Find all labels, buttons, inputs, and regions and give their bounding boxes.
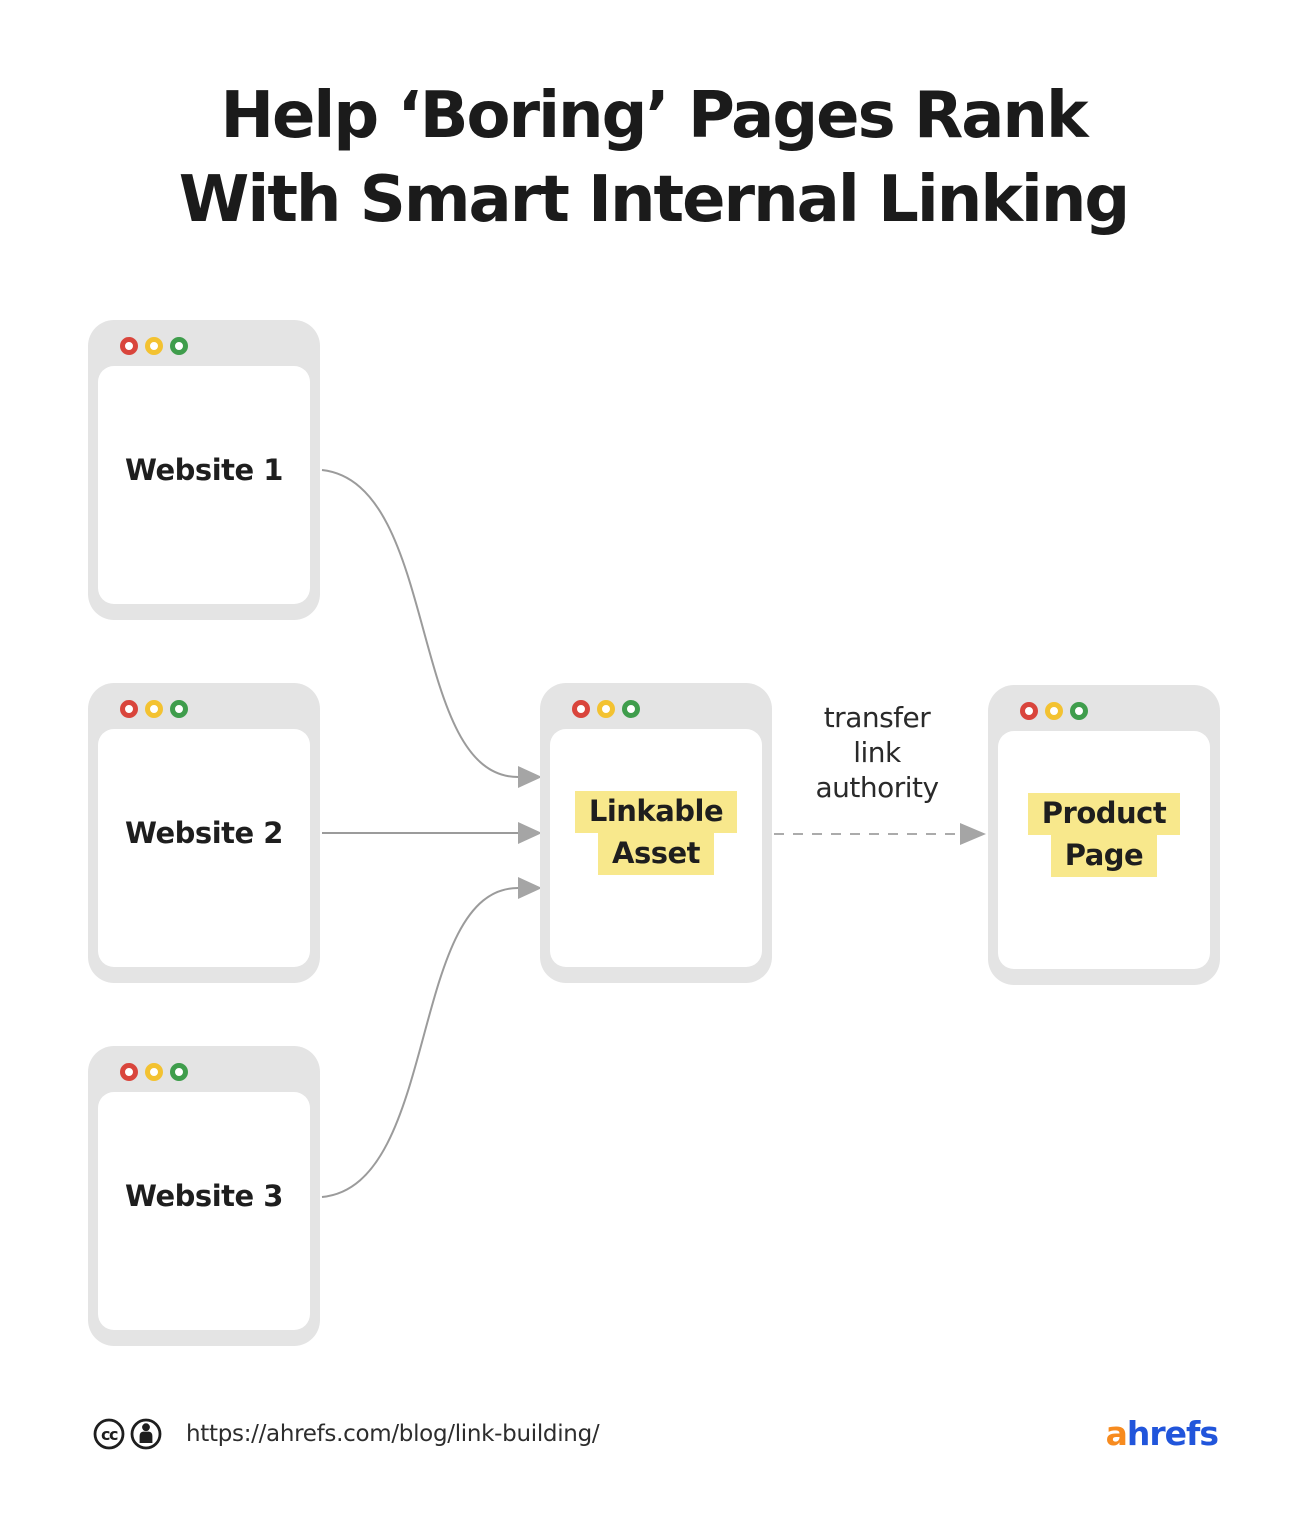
ahrefs-logo-a: a <box>1105 1414 1128 1453</box>
attribution-person-icon <box>130 1418 162 1450</box>
arrowhead-website3-icon <box>518 877 542 899</box>
window-titlebar <box>88 683 320 729</box>
window-titlebar <box>540 683 772 729</box>
traffic-light-green-icon <box>622 700 640 718</box>
website1-label: Website 1 <box>125 453 283 487</box>
traffic-light-red-icon <box>120 337 138 355</box>
traffic-light-green-icon <box>1070 702 1088 720</box>
traffic-light-yellow-icon <box>145 337 163 355</box>
page-title: Help ‘Boring’ Pages Rank With Smart Inte… <box>0 74 1307 242</box>
arrowhead-website1-icon <box>518 766 542 788</box>
product-page-label: Product Page <box>988 793 1220 877</box>
traffic-light-green-icon <box>170 1063 188 1081</box>
traffic-light-yellow-icon <box>597 700 615 718</box>
creative-commons-icon: cc <box>93 1418 125 1450</box>
page-title-line1: Help ‘Boring’ Pages Rank <box>220 79 1088 153</box>
arrow-website1-to-asset <box>321 469 519 778</box>
browser-window-website3: Website 3 <box>88 1046 320 1346</box>
traffic-light-yellow-icon <box>1045 702 1063 720</box>
traffic-light-red-icon <box>1020 702 1038 720</box>
arrowhead-website2-icon <box>518 822 542 844</box>
window-titlebar <box>88 1046 320 1092</box>
window-titlebar <box>988 685 1220 731</box>
annotation-line3: authority <box>815 771 939 804</box>
transfer-link-authority-label: transfer link authority <box>777 700 977 805</box>
window-content <box>98 366 310 604</box>
arrowhead-asset-to-product-icon <box>960 823 986 845</box>
svg-text:cc: cc <box>101 1425 118 1444</box>
traffic-light-yellow-icon <box>145 700 163 718</box>
linkable-asset-label: Linkable Asset <box>540 791 772 875</box>
license-icons: cc <box>93 1418 162 1450</box>
linkable-asset-line1: Linkable <box>574 791 738 833</box>
browser-window-website1: Website 1 <box>88 320 320 620</box>
source-url: https://ahrefs.com/blog/link-building/ <box>186 1421 600 1447</box>
page-title-line2: With Smart Internal Linking <box>178 163 1130 237</box>
product-page-line1: Product <box>1027 793 1181 835</box>
browser-window-linkable-asset: Linkable Asset <box>540 683 772 983</box>
product-page-line2: Page <box>1050 835 1158 877</box>
annotation-line1: transfer <box>823 701 931 734</box>
window-content <box>98 729 310 967</box>
window-titlebar <box>88 320 320 366</box>
footer: cc https://ahrefs.com/blog/link-building… <box>92 1414 1219 1454</box>
browser-window-product-page: Product Page <box>988 685 1220 985</box>
browser-window-website2: Website 2 <box>88 683 320 983</box>
linkable-asset-line2: Asset <box>598 833 714 875</box>
traffic-light-yellow-icon <box>145 1063 163 1081</box>
ahrefs-logo-hrefs: hrefs <box>1126 1414 1219 1453</box>
traffic-light-green-icon <box>170 337 188 355</box>
arrow-website3-to-asset <box>321 887 519 1198</box>
traffic-light-green-icon <box>170 700 188 718</box>
website3-label: Website 3 <box>125 1179 283 1213</box>
annotation-line2: link <box>853 736 901 769</box>
traffic-light-red-icon <box>120 700 138 718</box>
traffic-light-red-icon <box>572 700 590 718</box>
traffic-light-red-icon <box>120 1063 138 1081</box>
window-content <box>98 1092 310 1330</box>
website2-label: Website 2 <box>125 816 283 850</box>
ahrefs-logo: ahrefs <box>1105 1414 1219 1454</box>
